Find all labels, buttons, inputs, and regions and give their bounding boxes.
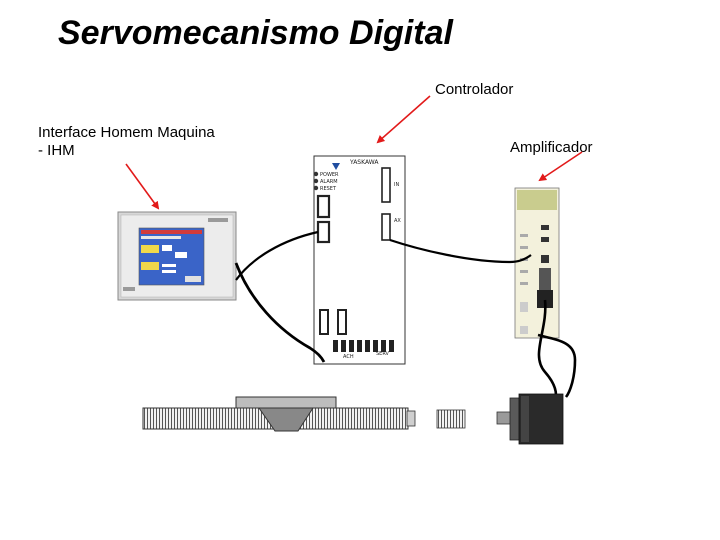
amplifier: [514, 187, 560, 339]
brand-label: YASKAWA: [349, 159, 379, 166]
carriage-nut: [258, 407, 314, 432]
diagram-title: Servomecanismo Digital: [58, 14, 453, 52]
coupling: [436, 409, 466, 429]
terminal-ach-label: ACH: [343, 354, 354, 360]
connector-bottom-left: [319, 309, 329, 335]
led-alarm-label: ALARM: [320, 179, 338, 185]
hmi-device: [117, 211, 237, 301]
port-in-label: IN: [394, 182, 399, 188]
cable-amplifier-to-motor-2: [537, 333, 577, 398]
cable-amplifier-to-motor-1: [537, 299, 558, 396]
led-reset: [313, 185, 319, 191]
terminal-serv-label: SERV: [376, 351, 390, 357]
port-mid-right: [381, 213, 391, 241]
label-ihm: Interface Homem Maquina - IHM: [38, 124, 258, 160]
label-amplificador: Amplificador: [510, 139, 593, 156]
label-controlador: Controlador: [435, 81, 514, 98]
servo-motor: [496, 393, 564, 445]
port-left-1: [316, 194, 331, 219]
led-power: [313, 171, 319, 177]
label-ihm-line1: Interface Homem Maquina: [38, 124, 215, 141]
port-ax-label: AX: [394, 218, 401, 224]
carriage-plate: [235, 396, 337, 409]
cable-hmi-to-controller: [235, 230, 319, 281]
ball-screw-end: [406, 410, 416, 427]
port-top-right: [381, 167, 391, 203]
yaskawa-logo: [332, 163, 340, 170]
controller-panel: YASKAWA POWER ALARM RESET IN AX ACH SERV: [313, 155, 406, 365]
connector-bottom-right: [337, 309, 347, 335]
arrow-amplificador: [538, 151, 583, 182]
led-power-label: POWER: [320, 172, 339, 178]
led-alarm: [313, 178, 319, 184]
terminal-block: [333, 340, 394, 352]
label-ihm-line2: - IHM: [38, 142, 75, 159]
cable-controller-to-amplifier: [389, 238, 532, 264]
led-reset-label: RESET: [320, 186, 337, 192]
arrow-ihm: [125, 163, 160, 210]
cable-hmi-to-controller-bottom: [234, 262, 326, 363]
arrow-controlador: [376, 95, 431, 144]
